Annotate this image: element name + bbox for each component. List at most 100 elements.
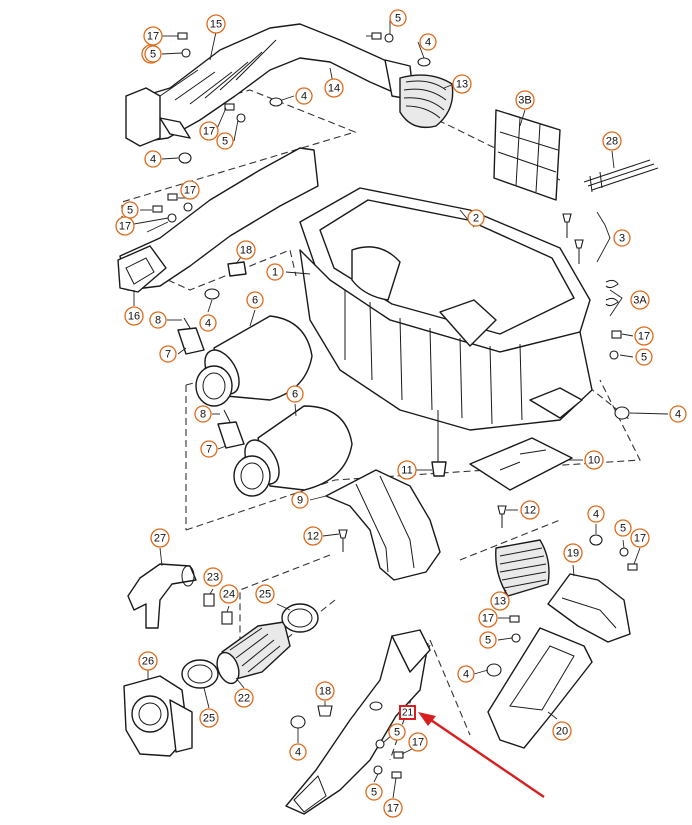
callout-18a[interactable]: 18	[236, 240, 256, 260]
callout-5f[interactable]: 5	[614, 519, 632, 537]
callout-19[interactable]: 19	[563, 543, 583, 563]
callout-13a[interactable]: 13	[452, 74, 472, 94]
callout-label: 16	[128, 311, 140, 323]
callout-5i[interactable]: 5	[365, 783, 383, 801]
callout-1[interactable]: 1	[266, 263, 284, 281]
callout-circle	[520, 500, 540, 520]
callout-25a[interactable]: 25	[255, 584, 275, 604]
callout-13b[interactable]: 13	[490, 591, 510, 611]
callout-label: 9	[297, 495, 303, 507]
callout-26[interactable]: 26	[138, 651, 158, 671]
callout-17f[interactable]: 17	[634, 326, 654, 346]
callout-15[interactable]: 15	[206, 14, 226, 34]
callout-10[interactable]: 10	[584, 450, 604, 470]
callout-label: 3	[619, 233, 625, 245]
callout-label: 26	[142, 656, 154, 668]
callout-circle	[457, 665, 475, 683]
callout-circle	[324, 78, 344, 98]
callout-circle	[383, 798, 403, 818]
duct-19[interactable]	[547, 573, 631, 643]
callout-4d[interactable]: 4	[199, 314, 217, 332]
callout-17a[interactable]: 17	[143, 26, 163, 46]
callout-5b[interactable]: 5	[389, 9, 407, 27]
callout-4e[interactable]: 4	[669, 405, 687, 423]
duct-20[interactable]	[487, 627, 593, 749]
callout-11[interactable]: 11	[397, 460, 417, 480]
callout-17c[interactable]: 17	[199, 121, 219, 141]
callout-12a[interactable]: 12	[303, 526, 323, 546]
callout-5h[interactable]: 5	[388, 723, 406, 741]
callout-3a[interactable]: 3A	[630, 290, 650, 310]
highlighted-part-callout[interactable]: 21	[399, 705, 545, 798]
callout-3b[interactable]: 3B	[515, 90, 535, 110]
callout-27[interactable]: 27	[150, 528, 170, 548]
hose-27[interactable]	[127, 563, 197, 629]
callout-5d[interactable]: 5	[121, 201, 139, 219]
callout-17h[interactable]: 17	[478, 608, 498, 628]
callout-17j[interactable]: 17	[383, 798, 403, 818]
callout-24[interactable]: 24	[219, 584, 239, 604]
callout-4f[interactable]: 4	[587, 505, 605, 523]
air-filter-housing[interactable]	[299, 187, 593, 477]
callout-circle	[199, 708, 219, 728]
callout-17e[interactable]: 17	[115, 216, 135, 236]
heat-shield[interactable]	[325, 469, 441, 581]
callout-7a[interactable]: 7	[159, 345, 177, 363]
callout-5c[interactable]: 5	[216, 132, 234, 150]
callout-circle	[584, 450, 604, 470]
callout-circle	[295, 87, 313, 105]
callout-5g[interactable]: 5	[479, 631, 497, 649]
throttle-body-26[interactable]	[123, 675, 193, 757]
duct-21[interactable]	[285, 629, 431, 815]
callout-5e[interactable]: 5	[635, 348, 653, 366]
callout-4b[interactable]: 4	[295, 87, 313, 105]
callout-label: 5	[150, 49, 156, 61]
callout-22[interactable]: 22	[234, 688, 254, 708]
callout-18b[interactable]: 18	[315, 681, 335, 701]
callout-17g[interactable]: 17	[630, 528, 650, 548]
cover-plate[interactable]	[469, 437, 573, 528]
callout-label: 17	[412, 737, 424, 749]
callout-4c[interactable]: 4	[144, 150, 162, 168]
callout-label: 10	[588, 455, 600, 467]
callout-8a[interactable]: 8	[149, 311, 167, 329]
maf-sensor-lower[interactable]	[217, 405, 353, 497]
callout-23[interactable]: 23	[203, 567, 223, 587]
callout-label: 24	[223, 589, 235, 601]
callout-circle	[635, 348, 653, 366]
filter-frame[interactable]	[493, 109, 561, 201]
hose-22[interactable]	[213, 621, 291, 686]
callout-circle	[149, 311, 167, 329]
upper-intake-duct[interactable]	[125, 23, 454, 147]
callout-2[interactable]: 2	[467, 209, 485, 227]
callout-4g[interactable]: 4	[457, 665, 475, 683]
callout-17d[interactable]: 17	[180, 180, 200, 200]
callout-7b[interactable]: 7	[200, 440, 218, 458]
callout-circle	[303, 526, 323, 546]
callout-25b[interactable]: 25	[199, 708, 219, 728]
callout-4a[interactable]: 4	[419, 33, 437, 51]
callout-9[interactable]: 9	[291, 491, 309, 509]
callout-6a[interactable]: 6	[246, 291, 264, 309]
callout-17i[interactable]: 17	[408, 732, 428, 752]
callout-label: 2	[473, 213, 479, 225]
callout-3[interactable]: 3	[613, 229, 631, 247]
cable-ties[interactable]	[583, 159, 659, 193]
callout-circle	[216, 132, 234, 150]
callout-12b[interactable]: 12	[520, 500, 540, 520]
callout-circle	[634, 326, 654, 346]
left-intake-pipe[interactable]	[117, 147, 319, 300]
callout-circle	[315, 681, 335, 701]
callout-28[interactable]: 28	[602, 131, 622, 151]
callout-label: 15	[210, 19, 222, 31]
callout-16[interactable]: 16	[124, 306, 144, 326]
callout-4h[interactable]: 4	[289, 743, 307, 761]
bellows-lower[interactable]	[495, 539, 550, 597]
callout-8b[interactable]: 8	[194, 405, 212, 423]
callout-5a[interactable]: 5	[144, 45, 162, 63]
callout-20[interactable]: 20	[552, 721, 572, 741]
callout-6b[interactable]: 6	[286, 385, 304, 403]
maf-sensor-upper[interactable]	[177, 315, 313, 407]
callout-14[interactable]: 14	[324, 78, 344, 98]
callout-label: 5	[371, 787, 377, 799]
